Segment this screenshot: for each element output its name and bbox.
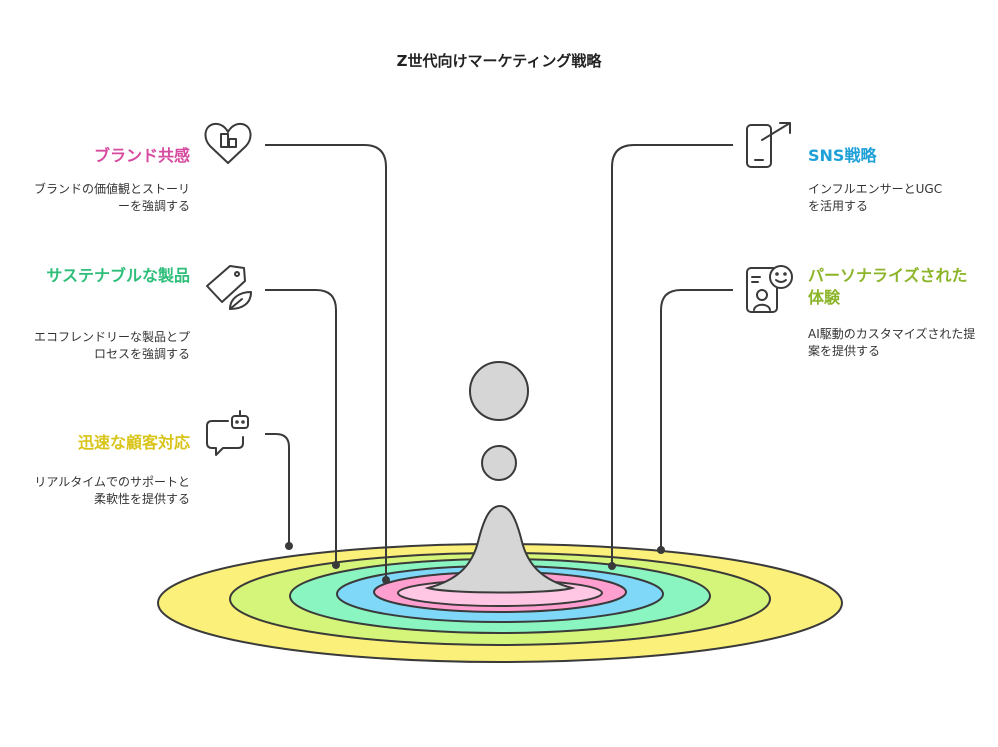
droplet-large [469, 361, 529, 421]
sns-title: SNS戦略 [808, 146, 877, 165]
personal-desc: AI駆動のカスタマイズされた提案を提供する [808, 327, 976, 358]
brand-title: ブランド共感 [93, 146, 190, 165]
profile-smile-icon [746, 265, 793, 313]
sns-desc: インフルエンサーとUGCを活用する [808, 182, 943, 213]
connector-sns [611, 144, 733, 566]
heart-building-icon [204, 122, 252, 164]
dot-support [285, 542, 293, 550]
sustainable-desc: エコフレンドリーな製品とプロセスを強調する [33, 330, 190, 361]
connector-brand [265, 144, 387, 580]
brand-desc: ブランドの価値観とストーリーを強調する [33, 182, 190, 213]
connector-sustainable [265, 289, 337, 565]
dot-personal [657, 546, 665, 554]
droplet-small [481, 445, 517, 481]
support-desc: リアルタイムでのサポートと柔軟性を提供する [34, 475, 190, 506]
personal-title: パーソナライズされた体験 [808, 266, 968, 307]
connector-support [265, 433, 290, 546]
splash-column [424, 504, 576, 594]
dot-brand [382, 576, 390, 584]
connector-personal [660, 289, 733, 550]
page-title: Z世代向けマーケティング戦略 [396, 52, 602, 70]
dot-sustainable [332, 561, 340, 569]
chatbot-icon [206, 410, 249, 456]
sustainable-title: サステナブルな製品 [46, 266, 190, 285]
eco-tag-leaf-icon [206, 265, 252, 310]
dot-sns [608, 562, 616, 570]
phone-trend-icon [746, 122, 791, 168]
support-title: 迅速な顧客対応 [77, 433, 190, 452]
